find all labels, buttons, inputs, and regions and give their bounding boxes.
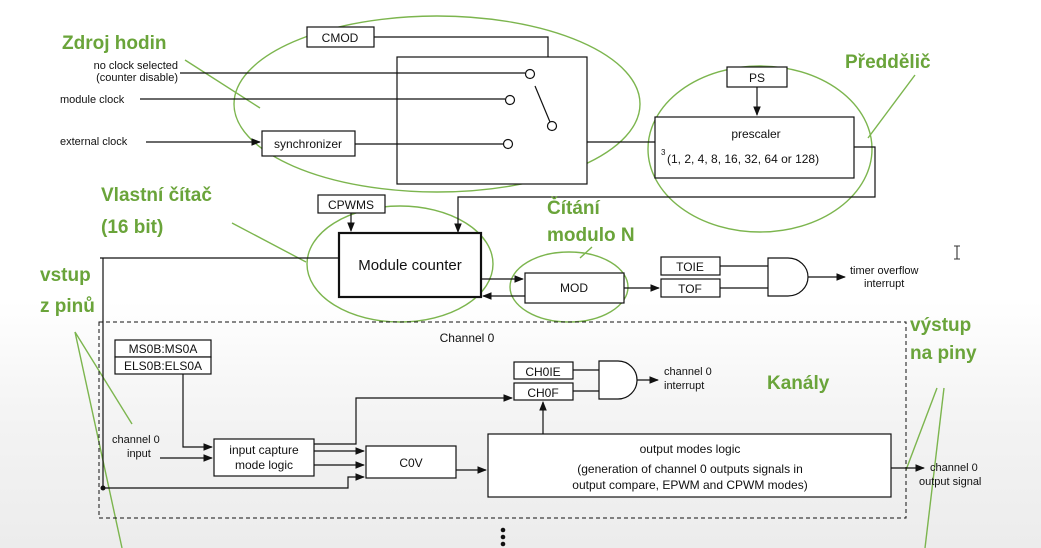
prescaler-box <box>654 116 855 179</box>
annotation-preddelic: Předdělič <box>845 52 931 73</box>
annotation-citani-2: modulo N <box>547 225 635 246</box>
channel-interrupt-label-2: interrupt <box>664 380 704 392</box>
annotation-zdroj-hodin: Zdroj hodin <box>62 33 166 54</box>
prescaler-out-wire <box>454 146 876 233</box>
no-clock-label-1: no clock selected <box>94 60 178 72</box>
vstup-pointer-line-2 <box>74 331 123 548</box>
synchronizer-box <box>261 130 356 157</box>
mux-switch-arm <box>534 85 551 123</box>
module-counter-label: Module counter <box>358 257 461 274</box>
input-capture-box <box>213 438 315 477</box>
output-modes-desc-1: (generation of channel 0 outputs signals… <box>577 462 803 476</box>
cpwms-label: CPWMS <box>328 198 374 212</box>
overflow-and-gate <box>767 257 809 297</box>
annotation-kanaly: Kanály <box>767 373 830 394</box>
timer-overflow-label-1: timer overflow <box>850 265 919 277</box>
annotation-vlastni-citac-2: (16 bit) <box>101 217 163 238</box>
citani-pointer-line <box>579 246 593 259</box>
els-label: ELS0B:ELS0A <box>124 359 202 373</box>
channel-input-label-1: channel 0 <box>112 434 160 446</box>
channel-output-label-2: output signal <box>919 476 981 488</box>
text-cursor-icon <box>954 245 960 260</box>
vlastni-pointer-line <box>231 222 307 263</box>
counter-feedback-wire <box>102 258 365 489</box>
input-capture-label-1: input capture <box>229 443 299 457</box>
capture-to-ch0f-wire <box>314 394 513 445</box>
wire-junction <box>100 485 106 491</box>
clock-source-ellipse <box>233 15 641 193</box>
els-box <box>114 356 212 375</box>
output-modes-title: output modes logic <box>640 442 741 456</box>
annotation-citani-1: Čítání <box>547 197 601 219</box>
input-capture-label-2: mode logic <box>235 458 293 472</box>
annotation-vlastni-citac-1: Vlastní čítač <box>101 185 212 206</box>
synchronizer-label: synchronizer <box>274 137 342 151</box>
ms-label: MS0B:MS0A <box>129 342 198 356</box>
mux-contact-3 <box>502 138 514 150</box>
annotation-vstup-2: z pinů <box>40 296 95 317</box>
no-clock-label-2: (counter disable) <box>96 72 178 84</box>
module-clock-label: module clock <box>60 94 125 106</box>
ch0ie-label: CH0IE <box>525 365 560 379</box>
continuation-dot-2 <box>500 534 506 540</box>
mode-select-wire <box>182 374 213 451</box>
tof-label: TOF <box>678 282 702 296</box>
channel-input-label-2: input <box>127 448 151 460</box>
zdroj-pointer-line <box>184 59 261 109</box>
toie-label: TOIE <box>676 260 704 274</box>
vystup-pointer-line-2 <box>924 387 945 548</box>
output-modes-desc-2: output compare, EPWM and CPWM modes) <box>572 478 807 492</box>
c0v-label: C0V <box>399 456 422 470</box>
preddelic-pointer-line <box>867 74 916 139</box>
module-counter-box <box>337 231 483 299</box>
ch0f-label: CH0F <box>527 386 558 400</box>
channel-and-gate <box>598 360 638 400</box>
mod-label: MOD <box>560 281 588 295</box>
vystup-pointer-line-1 <box>905 387 938 471</box>
c0v-box <box>365 445 457 479</box>
prescaler-ellipse <box>647 65 873 233</box>
channel-output-label-1: channel 0 <box>930 462 978 474</box>
annotation-vystup-2: na piny <box>910 343 977 364</box>
cmod-label: CMOD <box>322 31 359 45</box>
ps-label: PS <box>749 71 765 85</box>
prescaler-title: prescaler <box>731 127 780 141</box>
annotation-vstup-1: vstup <box>40 265 91 286</box>
timer-overflow-label-2: interrupt <box>864 278 904 290</box>
continuation-dot-3 <box>500 541 506 547</box>
annotation-vystup-1: výstup <box>910 315 971 336</box>
mux-contact-1 <box>524 68 536 80</box>
channel-0-border <box>98 321 907 519</box>
mux-pivot <box>546 120 558 132</box>
continuation-dot-1 <box>500 527 506 533</box>
mod-box <box>524 272 625 304</box>
channel-0-title: Channel 0 <box>440 331 495 345</box>
mux-contact-2 <box>504 94 516 106</box>
output-modes-box <box>487 433 892 498</box>
external-clock-label: external clock <box>60 136 128 148</box>
prescaler-values: (1, 2, 4, 8, 16, 32, 64 or 128) <box>667 152 819 166</box>
clock-mux-box <box>396 56 588 185</box>
prescaler-superscript: 3 <box>661 148 666 157</box>
channel-interrupt-label-1: channel 0 <box>664 366 712 378</box>
